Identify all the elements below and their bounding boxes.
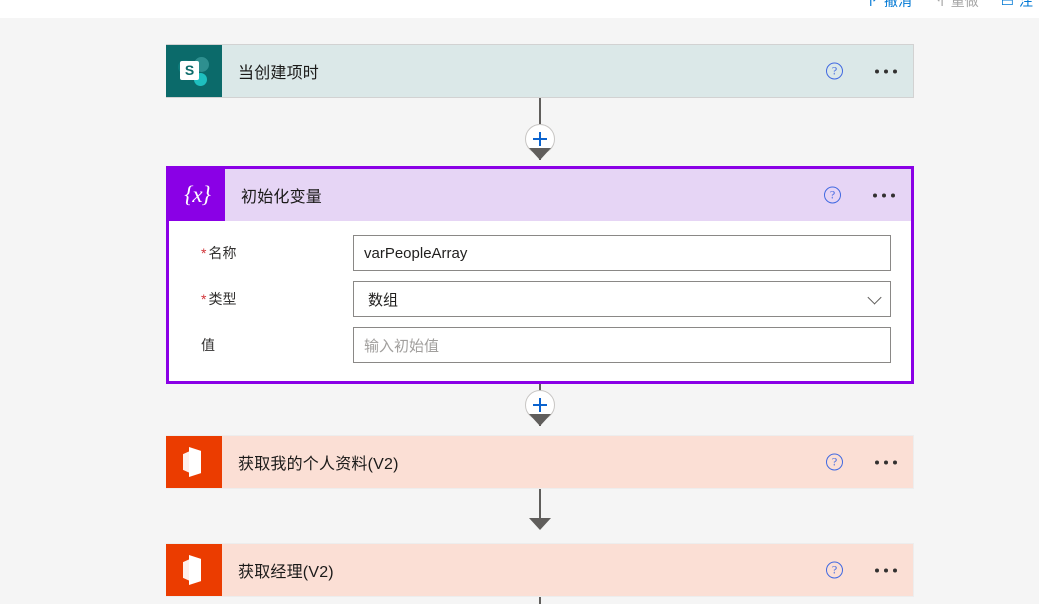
field-row-value: 值 输入初始值 [187,327,891,363]
connector-arrow-3 [529,518,551,530]
flow-card-profile-header[interactable]: 获取我的个人资料(V2) ? [166,435,914,489]
office365-icon [166,544,222,596]
help-icon[interactable]: ? [826,561,843,579]
field-label-type: *类型 [201,291,237,307]
comment-icon: ▭ [1000,0,1014,9]
variable-name-value: varPeopleArray [364,244,468,262]
flow-card-profile-actions: ? [826,453,899,471]
variable-braces-icon: {x} [169,169,225,221]
chevron-down-icon [867,290,882,305]
required-asterisk: * [201,291,207,307]
connector-arrow-2 [529,414,551,426]
toolbar-comment-label: 注 [1019,0,1033,9]
flow-card-manager-title: 获取经理(V2) [238,564,334,581]
field-row-name: *名称 varPeopleArray [187,235,891,271]
flow-card-trigger-header[interactable]: S 当创建项时 ? [166,44,914,98]
undo-icon: ↱ [867,0,880,9]
connector-arrow-1 [529,148,551,160]
flow-card-variable-body: *名称 varPeopleArray *类型 数组 值 [169,221,911,381]
flow-card-variable-actions: ? [824,186,897,204]
flow-card-trigger[interactable]: S 当创建项时 ? [166,44,914,98]
top-toolbar: ↱ 撤消 ↰ 重做 ▭ 注 [0,0,1039,18]
toolbar-redo-label: 重做 [950,0,979,9]
flow-card-get-my-profile[interactable]: 获取我的个人资料(V2) ? [166,435,914,489]
help-icon[interactable]: ? [824,186,841,204]
required-asterisk: * [201,245,207,261]
redo-icon: ↰ [934,0,946,9]
overflow-menu-icon[interactable] [871,189,897,201]
office365-icon [166,436,222,488]
flow-card-initialize-variable[interactable]: {x} 初始化变量 ? *名称 varPeopleArray *类型 [166,166,914,384]
flow-card-variable-title: 初始化变量 [241,189,323,206]
variable-type-select[interactable]: 数组 [353,281,891,317]
variable-type-value: 数组 [368,291,399,309]
flow-card-variable-header[interactable]: {x} 初始化变量 ? [169,169,911,221]
overflow-menu-icon[interactable] [873,456,899,468]
flow-canvas: S 当创建项时 ? {x} 初始化变量 ? *名称 [0,18,1039,604]
field-label-name: *名称 [201,245,237,261]
flow-card-get-manager[interactable]: 获取经理(V2) ? [166,543,914,597]
help-icon[interactable]: ? [826,62,843,80]
connector-trigger-to-variable-upper [539,96,541,124]
variable-name-input[interactable]: varPeopleArray [353,235,891,271]
sharepoint-icon: S [166,45,222,97]
help-icon[interactable]: ? [826,453,843,471]
overflow-menu-icon[interactable] [873,564,899,576]
flow-card-trigger-actions: ? [826,62,899,80]
flow-card-manager-header[interactable]: 获取经理(V2) ? [166,543,914,597]
toolbar-undo-label: 撤消 [884,0,913,9]
field-row-type: *类型 数组 [187,281,891,317]
toolbar-comment-button[interactable]: ▭ 注 [1001,0,1033,11]
field-label-value: 值 [201,337,215,353]
flow-card-profile-title: 获取我的个人资料(V2) [238,456,399,473]
flow-card-manager-actions: ? [826,561,899,579]
connector-profile-to-manager [539,470,541,522]
toolbar-undo-button[interactable]: ↱ 撤消 [867,0,912,11]
overflow-menu-icon[interactable] [873,65,899,77]
toolbar-redo-button[interactable]: ↰ 重做 [934,0,979,11]
flow-card-trigger-title: 当创建项时 [238,65,320,82]
variable-value-placeholder: 输入初始值 [364,337,440,355]
variable-value-input[interactable]: 输入初始值 [353,327,891,363]
